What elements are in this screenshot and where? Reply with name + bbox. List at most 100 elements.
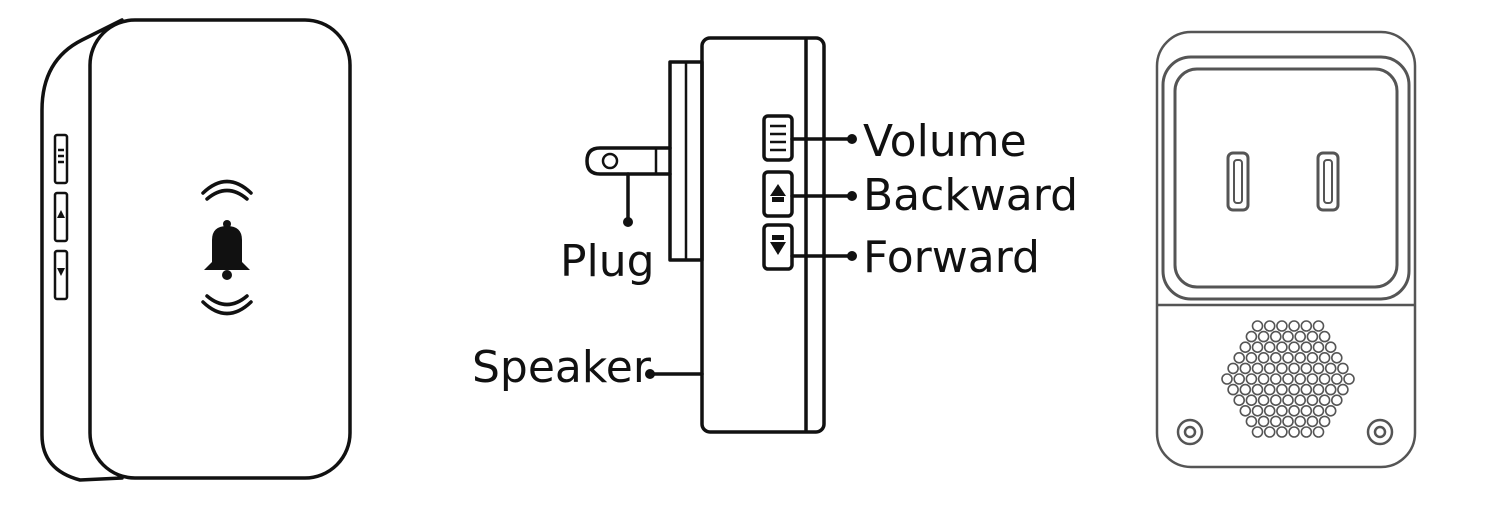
grille-hole xyxy=(1294,394,1306,407)
grille-hole xyxy=(1245,415,1258,428)
grille-hole xyxy=(1263,383,1276,396)
grille-hole xyxy=(1306,351,1319,364)
grille-hole xyxy=(1306,394,1319,407)
grille-hole xyxy=(1270,415,1282,428)
grille-hole xyxy=(1288,404,1300,417)
grille-hole xyxy=(1251,383,1264,396)
grille-hole xyxy=(1276,362,1288,375)
grille-hole xyxy=(1263,320,1276,332)
grille-hole xyxy=(1251,362,1264,375)
grille-hole xyxy=(1239,341,1252,354)
grille-hole xyxy=(1294,415,1306,428)
grille-hole xyxy=(1221,373,1233,385)
grille-hole xyxy=(1276,383,1288,396)
screw-holes xyxy=(1176,418,1394,446)
grille-hole xyxy=(1263,362,1276,375)
grille-hole xyxy=(1239,362,1252,375)
grille-hole xyxy=(1282,351,1294,364)
socket-slots xyxy=(1226,151,1340,212)
receiver-back-view xyxy=(1155,30,1417,469)
backward-button xyxy=(762,170,794,218)
grille-hole xyxy=(1337,362,1349,375)
grille-hole xyxy=(1245,351,1258,364)
grille-hole xyxy=(1288,341,1300,354)
grille-hole xyxy=(1245,373,1258,385)
grille-hole xyxy=(1312,426,1325,438)
grille-hole xyxy=(1324,362,1337,375)
grille-hole xyxy=(1227,383,1239,396)
grille-hole xyxy=(1245,330,1258,343)
grille-hole xyxy=(1288,362,1300,375)
grille-hole xyxy=(1263,341,1276,354)
label-forward: Forward xyxy=(863,232,1040,283)
grille-hole xyxy=(1276,404,1288,417)
callouts xyxy=(623,134,857,379)
grille-hole xyxy=(1251,320,1264,332)
side-buttons xyxy=(53,133,69,301)
grille-hole xyxy=(1300,383,1313,396)
grille-hole xyxy=(1282,415,1294,428)
label-backward: Backward xyxy=(863,170,1078,221)
grille-hole xyxy=(1294,373,1306,385)
grille-hole xyxy=(1270,330,1282,343)
grille-hole xyxy=(1300,426,1313,438)
receiver-side-view: Volume Backward Forward Plug Speaker xyxy=(472,36,1078,434)
grille-hole xyxy=(1276,426,1288,438)
grille-hole xyxy=(1312,383,1325,396)
grille-hole xyxy=(1318,330,1331,343)
grille-hole xyxy=(1263,426,1276,438)
grille-hole xyxy=(1312,362,1325,375)
grille-hole xyxy=(1300,362,1313,375)
label-plug: Plug xyxy=(560,236,655,287)
grille-hole xyxy=(1306,330,1319,343)
bell-icon xyxy=(204,220,250,280)
grille-hole xyxy=(1263,404,1276,417)
grille-hole xyxy=(1300,404,1313,417)
forward-button xyxy=(762,223,794,271)
grille-hole xyxy=(1294,330,1306,343)
label-volume: Volume xyxy=(863,116,1027,167)
grille-hole xyxy=(1312,341,1325,354)
grille-hole xyxy=(1288,383,1300,396)
grille-hole xyxy=(1251,426,1264,438)
grille-hole xyxy=(1251,341,1264,354)
grille-hole xyxy=(1324,404,1337,417)
grille-hole xyxy=(1282,373,1294,385)
grille-hole xyxy=(1233,373,1245,385)
grille-hole xyxy=(1257,351,1270,364)
grille-hole xyxy=(1257,373,1270,385)
grille-hole xyxy=(1343,373,1355,385)
grille-hole xyxy=(1227,362,1239,375)
grille-hole xyxy=(1331,373,1343,385)
bottom-arc xyxy=(201,294,253,316)
grille-hole xyxy=(1318,351,1331,364)
grille-hole xyxy=(1257,330,1270,343)
grille-hole xyxy=(1282,394,1294,407)
top-arc xyxy=(201,179,253,201)
grille-hole xyxy=(1245,394,1258,407)
grille-hole xyxy=(1300,341,1313,354)
grille-hole xyxy=(1300,320,1313,332)
grille-hole xyxy=(1337,383,1349,396)
grille-hole xyxy=(1276,320,1288,332)
grille-hole xyxy=(1239,404,1252,417)
grille-hole xyxy=(1270,373,1282,385)
grille-hole xyxy=(1318,373,1331,385)
grille-hole xyxy=(1288,426,1300,438)
grille-hole xyxy=(1257,394,1270,407)
grille-hole xyxy=(1318,394,1331,407)
grille-hole xyxy=(1331,394,1343,407)
grille-hole xyxy=(1257,415,1270,428)
grille-hole xyxy=(1251,404,1264,417)
grille-hole xyxy=(1270,394,1282,407)
volume-button xyxy=(762,114,794,162)
grille-hole xyxy=(1294,351,1306,364)
speaker-grille xyxy=(1221,320,1355,438)
grille-hole xyxy=(1288,320,1300,332)
grille-hole xyxy=(1312,320,1325,332)
grille-hole xyxy=(1276,341,1288,354)
receiver-front-view xyxy=(40,18,352,482)
grille-hole xyxy=(1233,394,1245,407)
grille-hole xyxy=(1306,415,1319,428)
